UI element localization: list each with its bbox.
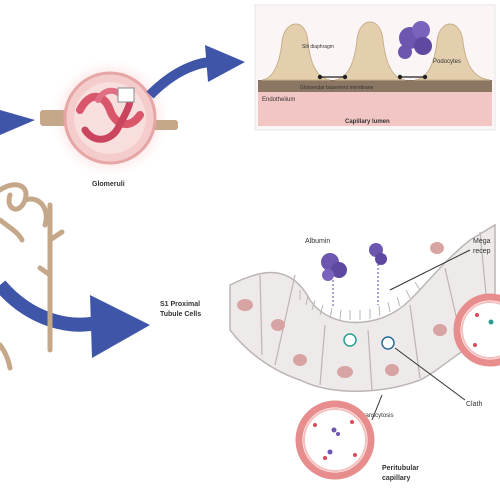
basement-membrane-layer [258,80,492,92]
brush-border [299,281,421,321]
arrows [0,45,245,358]
transcytosis-label: Transcytosis [360,413,393,419]
peritubular-capillary-bottom: Peritubular capillary [295,400,419,482]
albumin-in-capillary [327,427,340,455]
s1-tubule-label-1: S1 Proximal [160,301,200,308]
proximal-coil-2 [22,196,49,228]
arrow-left-in [0,110,35,135]
albumin-label: Albumin [305,238,330,245]
proximal-coil [0,182,29,212]
peritubular-label-2: capillary [382,475,411,482]
efferent-vessel [150,120,178,130]
arrow-to-tubule-head [90,295,150,358]
endothelium-label: Endothelium [262,97,295,103]
capillary-loop-1 [76,92,144,128]
s1-tubule-label-2: Tubule Cells [160,311,201,318]
zoom-inset-box [117,87,135,103]
glomerulus: Glomeruli [40,56,178,188]
vesicle-in-capillary [488,319,494,325]
cell-nuclei [237,242,447,378]
podocyte-foot-1 [261,23,331,81]
capillary-ring-right [453,293,500,367]
megalin-receptor-label-line1: Mega [473,238,491,245]
tubule-branch-2 [37,265,53,278]
capillary-ring-bottom [295,400,375,480]
clathrin-vesicle-2 [381,336,395,350]
podocytes-label: Podocytes [433,59,461,65]
callout-lines [371,249,471,421]
tubule-cell-arc [229,223,496,392]
capillary-lumen-label: Capillary lumen [345,119,390,125]
afferent-vessel [40,110,70,126]
tubule-segment-4 [0,342,13,371]
glomeruli-label: Glomeruli [92,181,125,188]
megalin-receptor-label-line2: recep [473,248,491,255]
podocyte-foot-2 [334,21,406,81]
rbc-dots [313,420,357,460]
peritubular-capillary-right [453,293,500,367]
albumin-protein-right [369,243,387,265]
endothelium-layer [258,92,492,126]
receptor-binding-lines [332,264,379,308]
clathrin-vesicle-1 [343,333,357,347]
slit-diaphragm-label: Slit diaphragm [302,44,334,50]
arrow-to-barrier-head [205,45,245,82]
podocyte-foot-3 [414,23,491,81]
nephron-tubule [0,182,65,371]
tubule-epithelium: Albumin Mega recep S1 Proximal Tubule Ce… [160,223,496,421]
tubule-segment-3 [0,217,25,243]
slit-diaphragm-markers [317,74,428,80]
albumin-protein-top [398,21,432,59]
clathrin-label: Clath [466,401,482,408]
albumin-protein-left [321,253,347,281]
filtration-barrier-panel: Slit diaphragm Podocytes Glomerular base… [254,4,496,131]
gbm-label: Glomerular basement membrane [300,85,374,91]
peritubular-label-1: Peritubular [382,465,419,472]
tubule-branch-1 [47,229,65,243]
